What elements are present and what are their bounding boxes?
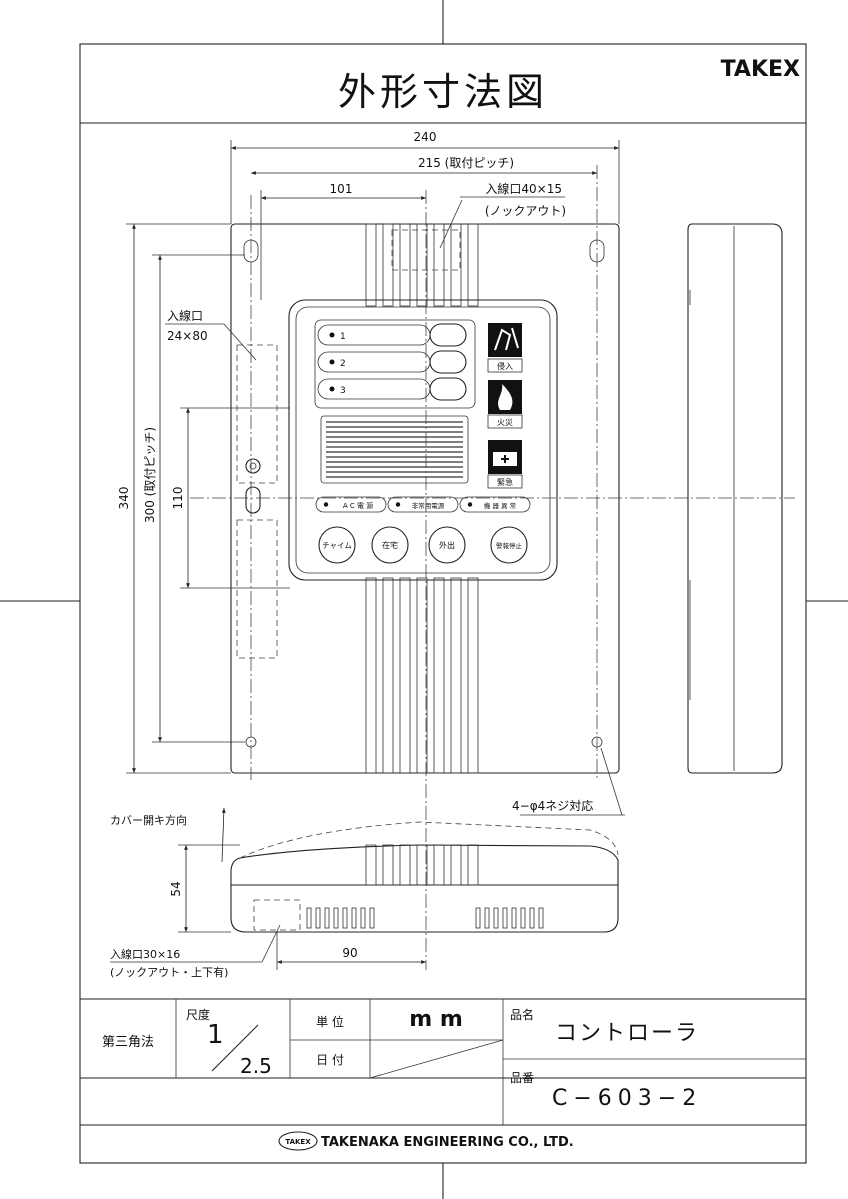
fire-icon: 火災 [487, 380, 523, 429]
date-label: 日 付 [316, 1053, 344, 1067]
dim-340: 340 [117, 487, 131, 510]
front-view: 1 2 3 侵入 火災 [190, 165, 795, 970]
bottom-knockout [253, 899, 301, 931]
svg-text:在宅: 在宅 [382, 540, 398, 550]
cover-open-label: カバー開キ方向 [110, 813, 187, 827]
svg-text:機 器 異 常: 機 器 異 常 [484, 501, 516, 510]
vent-ribs-bottom [365, 577, 479, 774]
zone-button-2[interactable] [429, 350, 467, 374]
screw-spec-label: 4−φ4ネジ対応 [512, 799, 593, 813]
zone-box [314, 319, 476, 409]
side-knockout-label: 入線口 [167, 308, 203, 323]
bottom-view [230, 821, 619, 933]
dim-54: 54 [169, 881, 183, 896]
drawing-title: 外形寸法図 [338, 70, 548, 114]
svg-text:外出: 外出 [439, 540, 455, 550]
indicator-backup-power: 非常用電源 [387, 496, 459, 513]
scale-numerator: 1 [207, 1020, 224, 1050]
side-knockout-size: 24×80 [167, 329, 208, 343]
title-block: 第三角法 尺度 1 2.5 単 位 m m 日 付 品名 コントローラ 品番 C… [80, 998, 806, 1151]
screw-icon [245, 458, 261, 474]
intrusion-icon: 侵入 [487, 323, 523, 373]
zone-row-3: 3 [317, 377, 467, 401]
product-number: C−603−2 [552, 1086, 702, 1111]
product-name: コントローラ [555, 1021, 699, 1046]
svg-text:チャイム: チャイム [322, 541, 352, 550]
top-knockout-label: 入線口40×15 [485, 181, 562, 196]
projection-method: 第三角法 [102, 1035, 154, 1050]
svg-text:警報停止: 警報停止 [496, 541, 523, 550]
brand-logo: TAKEX [721, 57, 800, 82]
away-button[interactable]: 外出 [428, 526, 466, 564]
icon-label: 火災 [497, 418, 513, 427]
dim-110: 110 [171, 487, 185, 510]
svg-text:A C 電 源: A C 電 源 [343, 501, 373, 510]
zone-button-3[interactable] [429, 377, 467, 401]
emergency-icon: 緊急 [487, 440, 523, 489]
icon-label: 侵入 [497, 361, 513, 371]
at-home-button[interactable]: 在宅 [371, 526, 409, 564]
chime-button[interactable]: チャイム [318, 526, 356, 564]
dim-90: 90 [342, 946, 357, 960]
sheet-frame [79, 43, 807, 1164]
control-panel-inner [295, 306, 551, 574]
zone-button-1[interactable] [429, 323, 467, 347]
dim-101: 101 [330, 182, 353, 196]
unit-value: m m [409, 1007, 463, 1032]
zone-label: 3 [340, 386, 346, 396]
unit-label: 単 位 [316, 1014, 344, 1029]
side-knockout-lower [236, 519, 278, 659]
control-panel [288, 299, 558, 581]
speaker-grille [320, 415, 469, 484]
dimensions-front: 240 215 (取付ピッチ) 101 入線口40×15 (ノックアウト) 入線… [117, 130, 625, 816]
indicator-device-error: 機 器 異 常 [459, 496, 531, 513]
alarm-stop-button[interactable]: 警報停止 [490, 526, 528, 564]
dim-240: 240 [414, 130, 437, 144]
dim-300: 300 (取付ピッチ) [143, 427, 157, 523]
zone-label: 1 [340, 332, 346, 342]
side-knockout-upper [236, 344, 278, 484]
company-logo: TAKEX [278, 1131, 318, 1151]
svg-text:非常用電源: 非常用電源 [412, 501, 445, 510]
bottom-knockout-sub: (ノックアウト・上下有) [110, 965, 228, 979]
indicator-ac-power: A C 電 源 [315, 496, 387, 513]
slot-icon [245, 486, 261, 514]
scale-denominator: 2.5 [240, 1054, 272, 1078]
top-knockout-label-sub: (ノックアウト) [485, 204, 566, 218]
zone-row-1: 1 [317, 323, 467, 347]
icon-label: 緊急 [497, 477, 513, 487]
product-name-label: 品名 [510, 1007, 534, 1022]
company-name: TAKENAKA ENGINEERING CO., LTD. [321, 1135, 574, 1150]
dim-215: 215 (取付ピッチ) [418, 156, 514, 170]
product-no-label: 品番 [510, 1071, 534, 1085]
zone-row-2: 2 [317, 350, 467, 374]
bottom-knockout-label: 入線口30×16 [110, 947, 180, 961]
scale-label: 尺度 [186, 1007, 210, 1022]
vent-ribs-top [365, 223, 479, 307]
svg-text:TAKEX: TAKEX [285, 1138, 311, 1146]
dimensions-bottom: カバー開キ方向 54 90 入線口30×16 (ノックアウト・上下有) [110, 807, 426, 979]
side-view [687, 223, 783, 774]
zone-label: 2 [340, 359, 346, 369]
